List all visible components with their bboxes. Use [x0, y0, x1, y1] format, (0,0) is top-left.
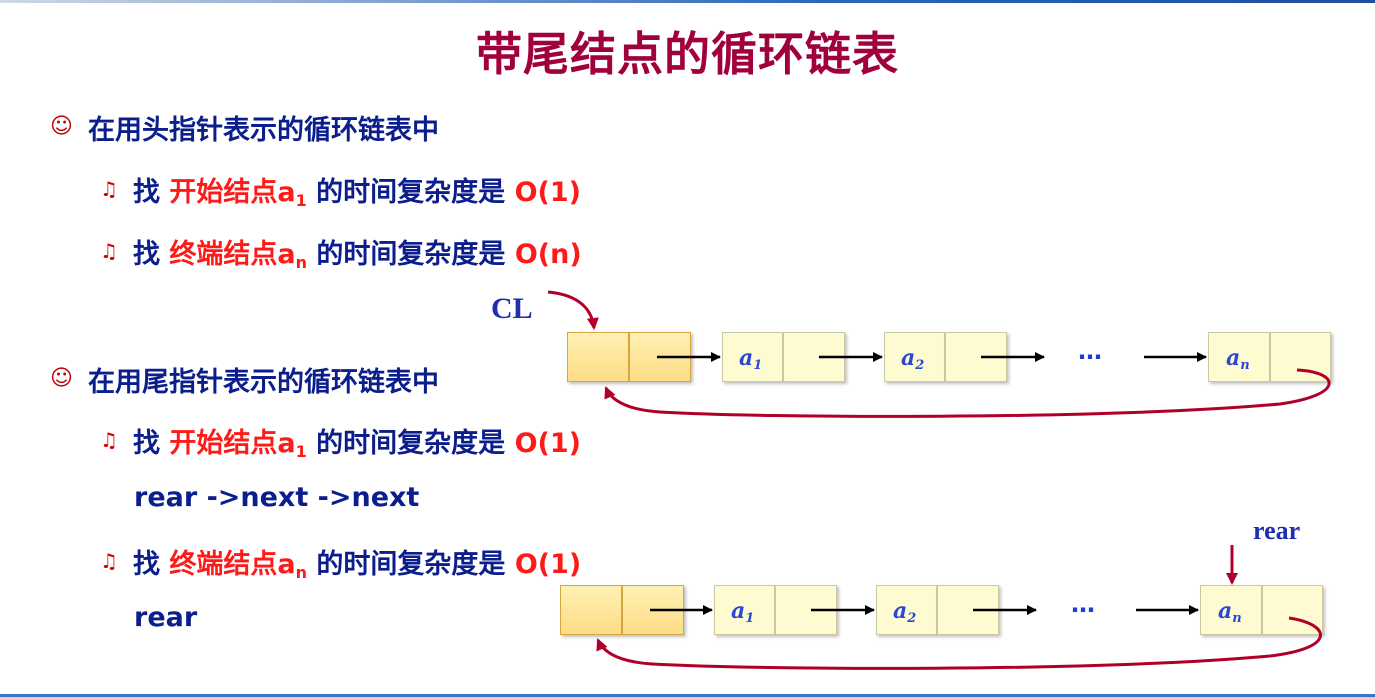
node-an-label: an: [1226, 345, 1250, 373]
item-highlight: 开始结点a: [169, 428, 296, 459]
item-prefix: 找: [133, 239, 170, 270]
cl-pointer-arrow: [547, 290, 599, 330]
item-subscript: n: [295, 253, 308, 272]
music-note-icon: ♫: [100, 549, 118, 573]
item-prefix: 找: [133, 428, 170, 459]
ellipsis: …: [1071, 590, 1096, 618]
item-highlight: 开始结点a: [169, 177, 296, 208]
cl-pointer-label: CL: [491, 292, 533, 325]
item-highlight: 终端结点a: [169, 549, 296, 580]
item-prefix: 找: [133, 549, 170, 580]
head-node-data-cell: [567, 332, 629, 382]
node-an-next-cell: [1262, 585, 1323, 635]
section2-heading: 在用尾指针表示的循环链表中: [88, 367, 439, 398]
head-node-next-cell: [629, 332, 691, 382]
node-a1-next-cell: [783, 332, 845, 382]
ellipsis: …: [1078, 337, 1103, 365]
item-complexity: O(1): [514, 177, 582, 208]
item-highlight: 终端结点a: [169, 239, 296, 270]
music-note-icon: ♫: [100, 177, 118, 201]
item-complexity: O(1): [514, 549, 582, 580]
section1-item2: 找 终端结点an 的时间复杂度是 O(n): [133, 232, 582, 272]
item-complexity: O(n): [514, 239, 582, 270]
item-subscript: n: [295, 563, 308, 582]
node-a1-label: a1: [731, 598, 755, 626]
node-a2-next-cell: [945, 332, 1007, 382]
top-border: [0, 0, 1375, 3]
node-a1-label: a1: [739, 345, 763, 373]
section2-item2-code: rear: [134, 602, 198, 633]
item-middle: 的时间复杂度是: [307, 549, 515, 580]
item-subscript: 1: [295, 191, 307, 210]
section2-item1: 找 开始结点a1 的时间复杂度是 O(1): [133, 421, 581, 461]
node-a1-next-cell: [775, 585, 837, 635]
music-note-icon: ♫: [100, 239, 118, 263]
music-note-icon: ♫: [100, 428, 118, 452]
head-node-data-cell: [560, 585, 622, 635]
smiley-icon: ☺: [50, 114, 73, 139]
item-middle: 的时间复杂度是: [307, 239, 515, 270]
section1-heading: 在用头指针表示的循环链表中: [88, 115, 439, 146]
node-an-next-cell: [1270, 332, 1331, 382]
node-a2-label: a2: [893, 598, 917, 626]
section2-item2: 找 终端结点an 的时间复杂度是 O(1): [133, 542, 581, 582]
section2-item1-code: rear ->next ->next: [134, 482, 420, 513]
item-middle: 的时间复杂度是: [306, 177, 515, 208]
smiley-icon: ☺: [50, 366, 73, 391]
node-an-label: an: [1218, 598, 1242, 626]
item-middle: 的时间复杂度是: [306, 428, 515, 459]
rear-pointer-label: rear: [1253, 516, 1301, 545]
node-a2-next-cell: [937, 585, 999, 635]
node-a2-label: a2: [901, 345, 925, 373]
item-complexity: O(1): [514, 428, 582, 459]
item-subscript: 1: [295, 442, 307, 461]
slide-title: 带尾结点的循环链表: [476, 27, 899, 81]
item-prefix: 找: [133, 177, 170, 208]
section1-item1: 找 开始结点a1 的时间复杂度是 O(1): [133, 170, 581, 210]
bottom-border: [0, 694, 1375, 697]
head-node-next-cell: [622, 585, 684, 635]
